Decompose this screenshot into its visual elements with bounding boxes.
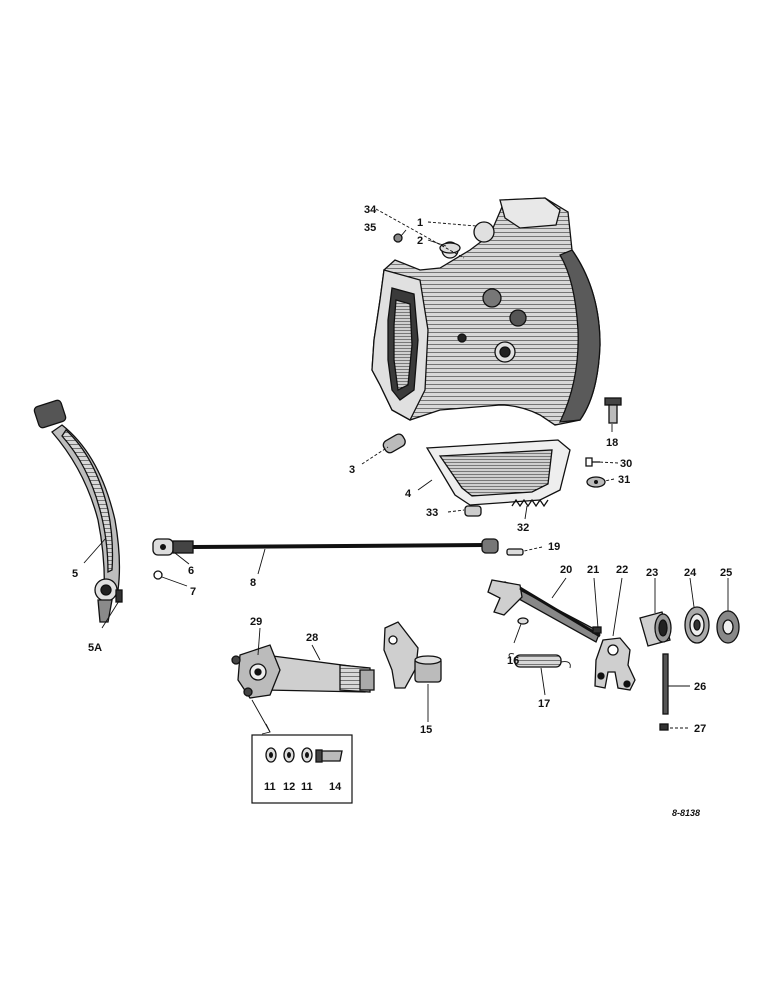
- label-27: 27: [694, 723, 706, 735]
- clutch-pedal: [33, 399, 121, 623]
- clutch-shaft: [264, 654, 375, 693]
- dowel-3: [382, 433, 406, 454]
- label-24: 24: [684, 567, 697, 579]
- cover-plate: [425, 439, 571, 506]
- label-6: 6: [188, 565, 194, 577]
- clutch-brake: [231, 644, 281, 699]
- label-5: 5: [72, 568, 78, 580]
- nut-27: [659, 723, 669, 731]
- label-18: 18: [606, 437, 618, 449]
- washer-31: [586, 476, 606, 488]
- clutch-rod: [152, 538, 499, 556]
- spring-32: [511, 498, 549, 508]
- label-22: 22: [616, 564, 628, 576]
- label-17: 17: [538, 698, 550, 710]
- long-bolt-26: [662, 653, 669, 715]
- label-20: 20: [560, 564, 572, 576]
- key-21: [592, 626, 602, 634]
- bolt-5a: [115, 589, 123, 603]
- hardware-inset-box: [251, 734, 353, 804]
- release-bearing-carrier: [639, 611, 672, 647]
- label-31: 31: [618, 474, 630, 486]
- label-2: 2: [417, 235, 423, 247]
- label-33: 33: [426, 507, 438, 519]
- return-spring: [508, 653, 571, 669]
- washer-16: [517, 617, 529, 625]
- label-8: 8: [250, 577, 256, 589]
- clutch-lever: [383, 621, 442, 689]
- bolt-35: [393, 233, 403, 243]
- bolt-30: [585, 457, 600, 467]
- label-28: 28: [306, 632, 318, 644]
- bolt-18: [604, 397, 622, 424]
- label-21: 21: [587, 564, 599, 576]
- label-34: 34: [364, 204, 377, 216]
- label-11-first: 11: [264, 781, 276, 793]
- label-32: 32: [517, 522, 529, 534]
- label-5a: 5A: [88, 642, 102, 654]
- label-29: 29: [250, 616, 262, 628]
- pilot-bearing: [716, 610, 740, 644]
- figure-code: 8-8138: [672, 808, 700, 818]
- release-shaft: [487, 579, 601, 643]
- label-25: 25: [720, 567, 732, 579]
- release-bearing: [684, 606, 710, 644]
- label-26: 26: [694, 681, 706, 693]
- label-7: 7: [190, 586, 196, 598]
- label-4: 4: [405, 488, 412, 500]
- label-19: 19: [548, 541, 560, 553]
- pin-19: [506, 548, 524, 556]
- label-3: 3: [349, 464, 355, 476]
- label-23: 23: [646, 567, 658, 579]
- label-12: 12: [283, 781, 295, 793]
- cap-2: [439, 242, 461, 254]
- label-14: 14: [329, 781, 342, 793]
- release-fork: [594, 637, 636, 691]
- leader-lines: [83, 208, 729, 735]
- label-30: 30: [620, 458, 632, 470]
- pin-33: [464, 505, 482, 517]
- label-15: 15: [420, 724, 432, 736]
- label-1: 1: [417, 217, 423, 229]
- pin-7: [153, 570, 163, 580]
- label-35: 35: [364, 222, 376, 234]
- clutch-housing: [371, 197, 601, 426]
- callout-numbers: 34 1 35 2 3 18 4 30 31 33 32 19 5 6 7 8 …: [72, 204, 732, 818]
- label-11-second: 11: [301, 781, 313, 793]
- label-16: 16: [507, 655, 519, 667]
